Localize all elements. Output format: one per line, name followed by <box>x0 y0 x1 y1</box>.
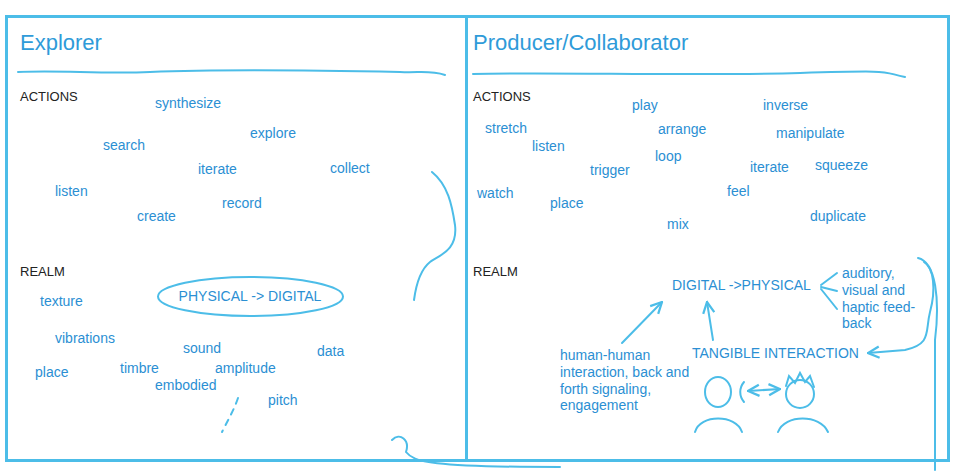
leader-line <box>821 273 837 285</box>
person-shoulders <box>695 419 742 433</box>
signal-arrow <box>748 389 780 391</box>
keyword: synthesize <box>155 95 221 111</box>
keyword: listen <box>55 183 88 199</box>
keyword: search <box>103 137 145 153</box>
keyword: human-human interaction, back and forth … <box>560 347 692 414</box>
keyword: play <box>632 97 658 113</box>
oval-callout: PHYSICAL -> DIGITAL <box>157 276 344 317</box>
keyword: DIGITAL ->PHYSICAL <box>672 277 811 293</box>
keyword: data <box>317 343 344 359</box>
oval-outline-shape <box>158 277 343 316</box>
keyword: duplicate <box>810 208 866 224</box>
keyword: place <box>35 364 68 380</box>
section-label: ACTIONS <box>473 90 531 105</box>
keyword: arrange <box>658 121 706 137</box>
keyword: listen <box>532 138 565 154</box>
keyword: embodied <box>155 377 217 393</box>
keyword: place <box>550 195 583 211</box>
keyword: record <box>222 195 262 211</box>
section-label: ACTIONS <box>20 90 78 105</box>
person-head <box>705 377 731 407</box>
keyword: stretch <box>485 120 527 136</box>
keyword: mix <box>667 216 689 232</box>
keyword: texture <box>40 293 83 309</box>
signal-bracket <box>740 382 744 402</box>
keyword: amplitude <box>215 360 276 376</box>
keyword: iterate <box>198 161 237 177</box>
person-head <box>786 380 814 408</box>
panel-heading: Explorer <box>20 30 102 55</box>
keyword: feel <box>727 183 750 199</box>
keyword: watch <box>477 185 514 201</box>
keyword: auditory, visual and haptic feed-back <box>842 265 926 332</box>
keyword: inverse <box>763 97 808 113</box>
sketch-stroke <box>222 398 238 432</box>
section-panel: ExplorerACTIONS synthesize explore search it… <box>5 15 468 462</box>
heading-underline <box>18 71 445 76</box>
keyword: timbre <box>120 360 159 376</box>
section-label: REALM <box>20 265 65 280</box>
keyword: iterate <box>750 159 789 175</box>
keyword: collect <box>330 160 370 176</box>
keyword: create <box>137 208 176 224</box>
keyword: TANGIBLE INTERACTION <box>692 345 859 361</box>
keyword: manipulate <box>776 125 845 141</box>
keyword: trigger <box>590 162 630 178</box>
keyword: squeeze <box>815 157 868 173</box>
section-panel: Producer/CollaboratorACTIONS play inverse s… <box>465 15 950 462</box>
keyword: explore <box>250 125 296 141</box>
leader-arrow <box>622 302 662 343</box>
leader-line <box>821 289 837 309</box>
keyword: PHYSICAL -> DIGITAL <box>179 288 322 304</box>
section-label: REALM <box>473 265 518 280</box>
sketch-stroke <box>414 172 455 300</box>
heading-underline <box>473 72 905 77</box>
keyword: vibrations <box>55 330 115 346</box>
person-shoulders <box>778 419 828 433</box>
keyword: sound <box>183 340 221 356</box>
sketch-stroke <box>392 437 560 467</box>
keyword: loop <box>655 148 681 164</box>
leader-arrow <box>707 302 713 340</box>
person-hair <box>786 373 814 387</box>
panel-heading: Producer/Collaborator <box>473 30 688 55</box>
keyword: pitch <box>268 392 298 408</box>
